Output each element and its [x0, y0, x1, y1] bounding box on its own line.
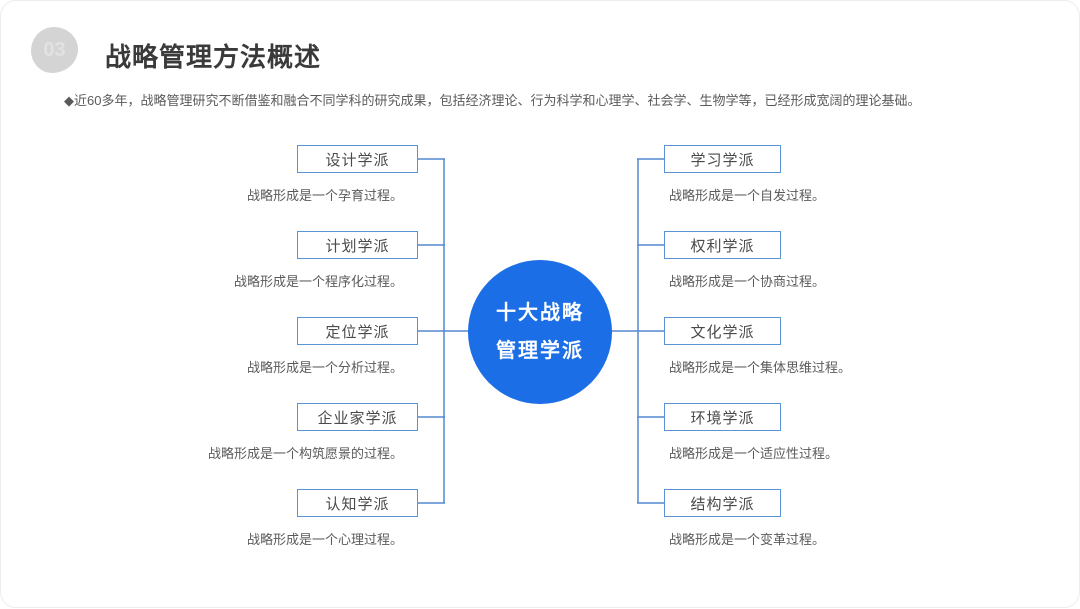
school-box-design: 设计学派: [297, 145, 418, 173]
school-desc-design: 战略形成是一个孕育过程。: [103, 188, 403, 204]
school-box-positioning: 定位学派: [297, 317, 418, 345]
school-box-culture: 文化学派: [664, 317, 781, 345]
school-desc-culture: 战略形成是一个集体思维过程。: [669, 360, 969, 376]
school-desc-cognition: 战略形成是一个心理过程。: [103, 532, 403, 548]
center-node: 十大战略 管理学派: [468, 260, 612, 404]
school-desc-power: 战略形成是一个协商过程。: [669, 274, 969, 290]
school-desc-entrepreneur: 战略形成是一个构筑愿景的过程。: [103, 446, 403, 462]
school-desc-environment: 战略形成是一个适应性过程。: [669, 446, 969, 462]
school-desc-structure: 战略形成是一个变革过程。: [669, 532, 969, 548]
center-node-line2: 管理学派: [496, 341, 584, 361]
center-node-line1: 十大战略: [496, 303, 584, 323]
school-box-learning: 学习学派: [664, 145, 781, 173]
school-box-planning: 计划学派: [297, 231, 418, 259]
school-desc-learning: 战略形成是一个自发过程。: [669, 188, 969, 204]
school-box-cognition: 认知学派: [297, 489, 418, 517]
school-box-structure: 结构学派: [664, 489, 781, 517]
school-box-entrepreneur: 企业家学派: [297, 403, 418, 431]
school-desc-positioning: 战略形成是一个分析过程。: [103, 360, 403, 376]
school-box-environment: 环境学派: [664, 403, 781, 431]
school-box-power: 权利学派: [664, 231, 781, 259]
school-desc-planning: 战略形成是一个程序化过程。: [103, 274, 403, 290]
